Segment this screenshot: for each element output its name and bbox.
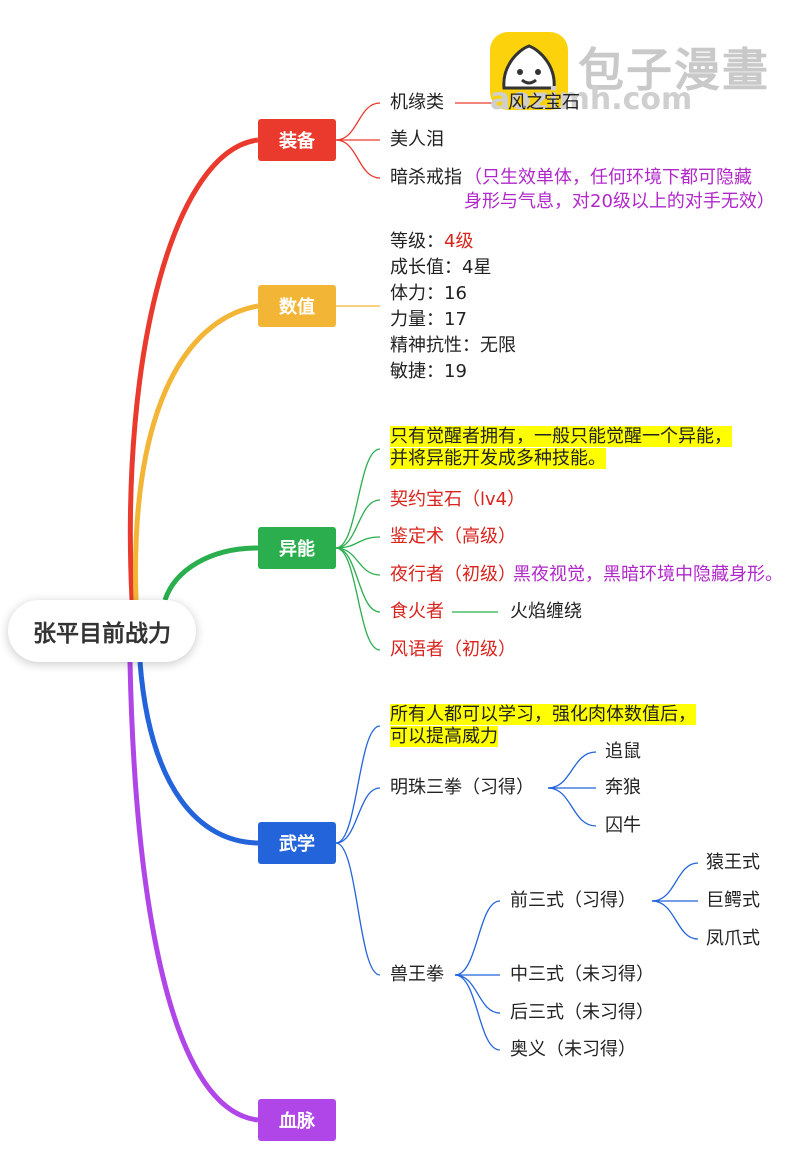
equipment-item-ring: 暗杀戒指 bbox=[390, 167, 462, 188]
category-abilities: 异能 bbox=[258, 527, 336, 569]
link-root-stats bbox=[133, 303, 259, 601]
category-stats: 数值 bbox=[258, 285, 336, 327]
category-equipment: 装备 bbox=[258, 119, 336, 161]
watermark-url: aozimh.com bbox=[490, 82, 693, 117]
stat-mental: 精神抗性：无限 bbox=[390, 335, 516, 356]
stat-level-label: 等级： bbox=[390, 231, 444, 252]
abilities-note-1: 只有觉醒者拥有，一般只能觉醒一个异能， bbox=[390, 426, 732, 447]
link-root-bloodline bbox=[127, 661, 259, 1123]
stat-agility: 敏捷：19 bbox=[390, 361, 467, 382]
martial-set-last: 后三式（未习得） bbox=[510, 1002, 654, 1023]
martial-pearl-fist: 明珠三拳（习得） bbox=[390, 777, 534, 798]
martial-set-ultimate: 奥义（未习得） bbox=[510, 1039, 636, 1060]
martial-move-giant-croc: 巨鳄式 bbox=[706, 890, 760, 911]
stat-level-value: 4级 bbox=[444, 231, 474, 252]
equipment-item-fate: 机缘类 bbox=[390, 92, 444, 113]
equipment-ring-note-1: （只生效单体，任何环境下都可隐藏 bbox=[464, 167, 752, 188]
martial-move-ape-king: 猿王式 bbox=[706, 852, 760, 873]
bun-logo-icon bbox=[490, 32, 568, 110]
ability-flame-wrap: 火焰缠绕 bbox=[510, 601, 582, 622]
link-root-abilities bbox=[162, 545, 259, 601]
ability-contract-gem: 契约宝石（lv4） bbox=[390, 489, 526, 510]
equipment-wind-gem: 风之宝石 bbox=[508, 92, 580, 113]
martial-beast-king-fist: 兽王拳 bbox=[390, 964, 444, 985]
abilities-note: 只有觉醒者拥有，一般只能觉醒一个异能， 并将异能开发成多种技能。 bbox=[390, 426, 732, 470]
martial-set-first: 前三式（习得） bbox=[510, 890, 636, 911]
abilities-note-2: 并将异能开发成多种技能。 bbox=[390, 448, 606, 469]
ability-night-walker: 夜行者（初级） bbox=[390, 564, 516, 585]
equipment-item-tear: 美人泪 bbox=[390, 129, 444, 150]
martial-move-prison-ox: 囚牛 bbox=[605, 815, 641, 836]
ability-night-walker-note: 黑夜视觉，黑暗环境中隐藏身形。 bbox=[513, 564, 783, 585]
martial-note: 所有人都可以学习，强化肉体数值后， 可以提高威力 bbox=[390, 704, 696, 748]
root-node: 张平目前战力 bbox=[8, 600, 196, 662]
martial-move-running-wolf: 奔狼 bbox=[605, 777, 641, 798]
ability-wind-speaker: 风语者（初级） bbox=[390, 639, 516, 660]
ability-fire-eater: 食火者 bbox=[390, 601, 444, 622]
link-root-equipment bbox=[127, 137, 259, 601]
martial-note-2: 可以提高威力 bbox=[390, 726, 498, 747]
ability-appraisal: 鉴定术（高级） bbox=[390, 526, 516, 547]
link-root-martial bbox=[137, 661, 259, 846]
watermark: 包子漫畫 aozimh.com bbox=[490, 30, 790, 120]
stat-level: 等级：4级 bbox=[390, 231, 473, 253]
stat-strength: 力量：17 bbox=[390, 309, 467, 330]
martial-note-1: 所有人都可以学习，强化肉体数值后， bbox=[390, 704, 696, 725]
stat-stamina: 体力：16 bbox=[390, 283, 467, 304]
stat-growth: 成长值：4星 bbox=[390, 257, 492, 278]
martial-move-phoenix-claw: 凤爪式 bbox=[706, 928, 760, 949]
equipment-ring-note-2: 身形与气息，对20级以上的对手无效） bbox=[464, 191, 775, 212]
martial-move-chase-rat: 追鼠 bbox=[605, 741, 641, 762]
category-martial: 武学 bbox=[258, 822, 336, 864]
watermark-brand: 包子漫畫 bbox=[578, 43, 770, 97]
martial-set-middle: 中三式（未习得） bbox=[510, 964, 654, 985]
category-bloodline: 血脉 bbox=[258, 1099, 336, 1141]
